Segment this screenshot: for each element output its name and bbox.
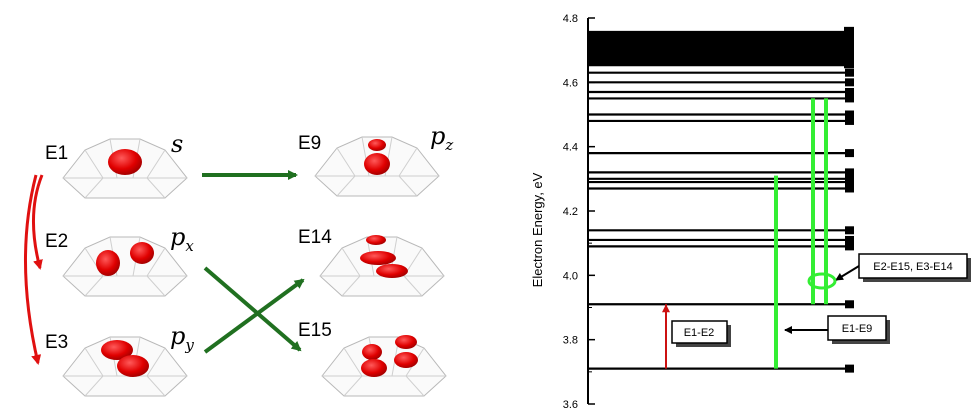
orbital-blob	[108, 149, 142, 175]
annotation-e1-e2: E1-E2	[671, 320, 731, 347]
orbital-e3: py	[170, 322, 194, 354]
level-end-marker	[845, 174, 854, 183]
level-end-marker	[845, 68, 854, 77]
orbital-e2: px	[170, 223, 194, 255]
dot-e9	[314, 136, 440, 197]
y-tick-label: 4.6	[563, 77, 578, 89]
orbital-e9: pz	[430, 122, 453, 154]
level-end-marker	[845, 168, 854, 177]
chart-layer: 3.6 3.8 4.0 4.2 4.4 4.6 4.8	[563, 13, 854, 411]
y-tick-label: 4.2	[563, 206, 578, 218]
red-arrow-e1-e2	[32, 174, 44, 270]
dot-e3	[62, 336, 188, 397]
state-label-e3: E3	[45, 332, 68, 353]
level-end-marker	[845, 110, 854, 119]
state-label-e1: E1	[45, 143, 68, 164]
y-tick-label: 4.8	[563, 13, 578, 25]
state-label-e2: E2	[45, 231, 68, 252]
level-end-marker	[845, 226, 854, 235]
red-arrows	[24, 174, 44, 365]
y-tick-label: 3.6	[563, 399, 578, 411]
green-arrow-e3-e14	[203, 278, 305, 354]
transition-arrowhead	[662, 304, 670, 313]
level-end-marker	[845, 94, 854, 103]
level-end-marker	[845, 78, 854, 87]
dot-e1	[62, 138, 188, 199]
band-end-marker	[844, 26, 854, 69]
y-tick-label: 4.0	[563, 270, 578, 282]
level-end-marker	[845, 364, 854, 373]
green-arrow-e2-e15	[203, 266, 302, 352]
transition-marker-ellipse	[807, 272, 837, 290]
dense-level-band	[588, 30, 850, 67]
level-end-marker	[845, 116, 854, 125]
level-end-marker	[845, 87, 854, 96]
green-arrows	[202, 170, 305, 354]
state-label-e9: E9	[298, 133, 321, 154]
orbital-e1: s	[171, 130, 183, 158]
quantum-dot-diagram: E1 E2 E3 E9 E14 E15 s px py pz	[24, 122, 453, 397]
level-end-marker	[845, 242, 854, 251]
y-tick-label: 4.4	[563, 142, 578, 154]
dot-e2	[62, 236, 188, 297]
energy-level-chart: 3.6 3.8 4.0 4.2 4.4 4.6 4.8 Electron Energy, e…	[530, 13, 971, 411]
y-axis-label: Electron Energy, eV	[530, 172, 545, 287]
red-arrow-e1-e3	[24, 174, 42, 365]
level-end-marker	[845, 149, 854, 158]
dot-e15	[321, 335, 447, 397]
level-end-marker	[845, 235, 854, 244]
svg-text:E1-E2: E1-E2	[684, 327, 715, 339]
level-end-marker	[845, 300, 854, 309]
y-tick-label: 3.8	[563, 335, 578, 347]
level-end-marker	[845, 184, 854, 193]
dot-e14	[319, 235, 445, 297]
state-label-e14: E14	[298, 227, 332, 248]
annotation-e2-e15-e3-e14: E2-E15, E3-E14	[807, 253, 971, 290]
svg-text:E1-E9: E1-E9	[842, 323, 873, 335]
svg-text:E2-E15, E3-E14: E2-E15, E3-E14	[873, 261, 953, 273]
annotation-e1-e9: E1-E9	[784, 315, 890, 344]
state-label-e15: E15	[298, 320, 332, 341]
